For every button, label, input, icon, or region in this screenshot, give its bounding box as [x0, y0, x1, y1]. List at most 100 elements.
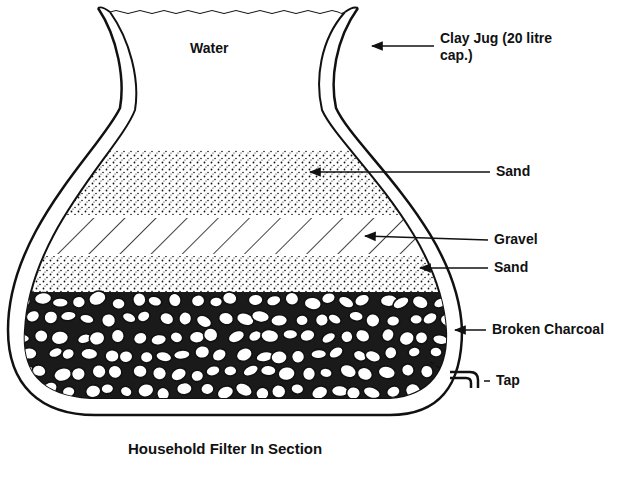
part-label: Tap [496, 372, 520, 389]
charcoal-piece [210, 346, 229, 363]
charcoal-piece [191, 370, 204, 382]
charcoal-piece [443, 345, 460, 361]
charcoal-piece [133, 365, 148, 378]
charcoal-piece [79, 313, 95, 325]
charcoal-piece [302, 367, 315, 381]
charcoal-piece [140, 351, 154, 364]
charcoal-piece [260, 329, 279, 344]
charcoal-piece [241, 363, 260, 379]
charcoal-piece [447, 292, 468, 310]
charcoal-piece [133, 292, 147, 307]
charcoal-piece [421, 310, 439, 326]
charcoal-piece [189, 330, 206, 344]
charcoal-piece [72, 296, 85, 308]
charcoal-piece [215, 383, 235, 401]
layer-label: Sand [494, 259, 528, 276]
charcoal-piece [248, 294, 263, 306]
charcoal-piece [425, 379, 446, 398]
charcoal-piece [50, 330, 69, 346]
charcoal-piece [88, 330, 106, 347]
charcoal-piece [12, 334, 29, 344]
charcoal-piece [290, 383, 304, 395]
charcoal-piece [331, 385, 349, 397]
charcoal-piece [355, 365, 374, 383]
charcoal-piece [353, 292, 372, 309]
charcoal-piece [365, 313, 380, 328]
charcoal-piece [52, 366, 73, 384]
leader-arrow [310, 171, 490, 173]
figure-caption: Household Filter In Section [128, 440, 322, 457]
charcoal-piece [24, 308, 41, 324]
charcoal-piece [314, 312, 330, 328]
charcoal-piece [106, 363, 125, 381]
charcoal-piece [386, 315, 400, 327]
charcoal-piece [200, 383, 214, 396]
charcoal-piece [277, 366, 295, 381]
charcoal-piece [377, 364, 396, 380]
layer-label: Sand [496, 163, 530, 180]
charcoal-piece [265, 294, 282, 308]
charcoal-piece [205, 364, 221, 378]
charcoal-piece [17, 296, 30, 307]
charcoal-piece [150, 333, 167, 346]
charcoal-piece [399, 362, 416, 379]
charcoal-piece [191, 294, 206, 307]
charcoal-piece [303, 296, 322, 311]
charcoal-piece [320, 291, 336, 305]
charcoal-piece [410, 314, 423, 324]
sand-layer-upper [0, 150, 470, 215]
charcoal-piece [291, 350, 305, 364]
charcoal-piece [296, 315, 309, 326]
charcoal-piece [167, 292, 183, 309]
charcoal-piece [410, 294, 430, 311]
charcoal-piece [151, 365, 168, 381]
charcoal-piece [432, 296, 448, 310]
charcoal-piece [222, 291, 238, 306]
charcoal-piece [326, 312, 343, 327]
charcoal-piece [52, 298, 68, 307]
charcoal-piece [283, 329, 298, 339]
layer-label: Water [190, 40, 228, 57]
charcoal-piece [155, 350, 173, 364]
charcoal-piece [169, 330, 185, 345]
charcoal-piece [459, 387, 477, 399]
charcoal-piece [362, 385, 382, 401]
charcoal-piece [112, 298, 126, 310]
charcoal-piece [383, 345, 399, 361]
charcoal-piece [270, 314, 287, 326]
charcoal-piece [60, 310, 77, 321]
leader-arrow [365, 236, 488, 240]
charcoal-piece [155, 385, 172, 402]
charcoal-piece [310, 384, 330, 402]
charcoal-piece [299, 328, 317, 344]
charcoal-piece [169, 365, 189, 383]
charcoal-piece [87, 288, 109, 308]
charcoal-piece [70, 366, 86, 381]
charcoal-piece [178, 311, 193, 326]
charcoal-piece [111, 328, 126, 343]
charcoal-piece [407, 346, 421, 358]
charcoal-piece [439, 383, 456, 393]
charcoal-piece [226, 328, 246, 345]
charcoal-piece [319, 367, 333, 378]
charcoal-piece [35, 330, 48, 343]
sand-layer-lower [0, 256, 470, 292]
charcoal-piece [132, 330, 149, 346]
charcoal-piece [251, 309, 270, 323]
charcoal-piece [353, 327, 372, 345]
charcoal-piece [339, 329, 355, 345]
charcoal-piece [47, 346, 64, 360]
tap-spout [450, 372, 478, 388]
charcoal-piece [311, 349, 327, 359]
charcoal-piece [31, 363, 48, 378]
charcoal-piece [85, 384, 102, 399]
charcoal-piece [100, 312, 117, 328]
charcoal-piece [404, 382, 422, 399]
charcoal-pieces [12, 288, 478, 402]
tap-dots [430, 362, 440, 368]
charcoal-piece [348, 310, 364, 322]
charcoal-piece [24, 385, 42, 398]
charcoal-piece [147, 295, 163, 308]
charcoal-piece [202, 326, 219, 343]
